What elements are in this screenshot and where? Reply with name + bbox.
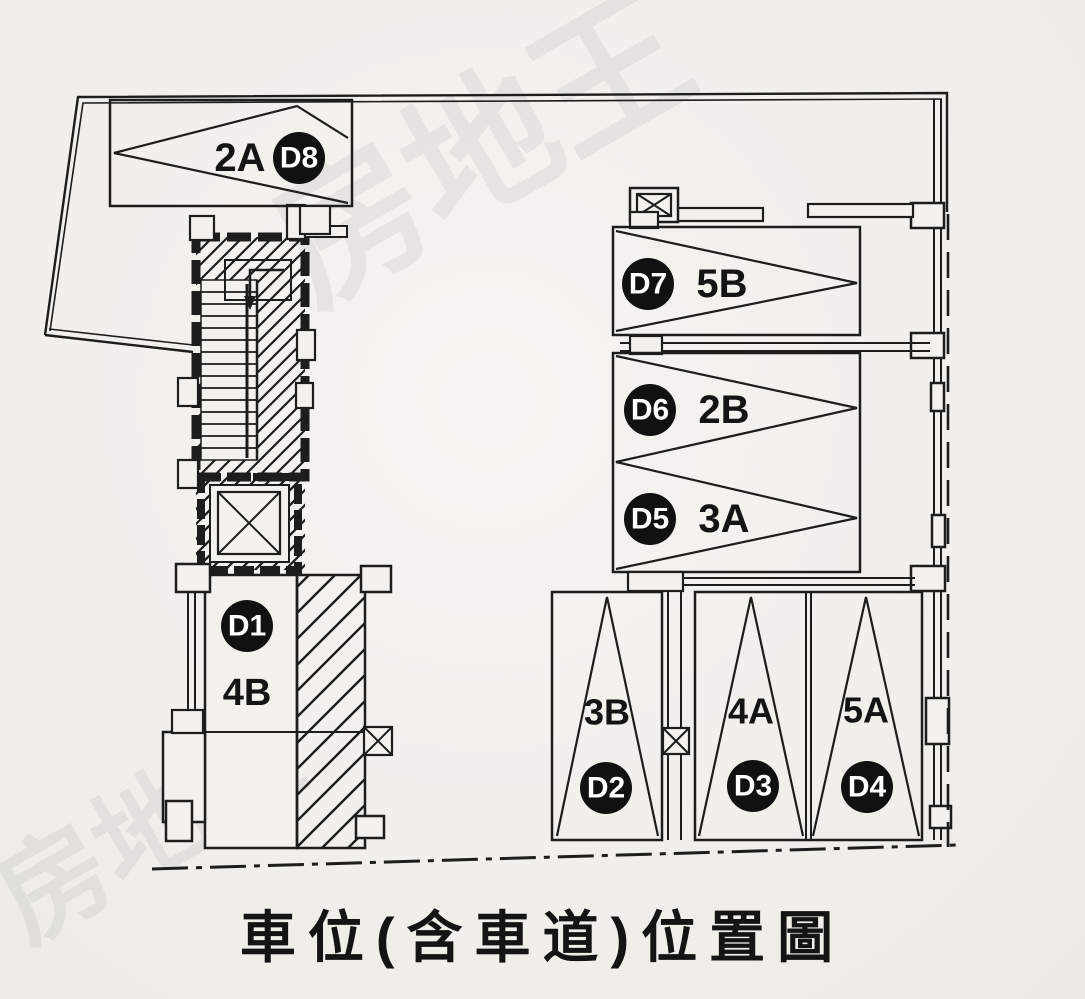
stair-direction-arrow-icon <box>244 268 284 310</box>
boundary-dashdot-line <box>151 843 958 871</box>
badge-d1: D1 <box>221 600 273 652</box>
column-x-icon <box>661 726 691 756</box>
svg-text:D5: D5 <box>631 503 669 536</box>
column-x-icon <box>635 192 673 218</box>
unit-label-2a: 2A <box>214 136 265 180</box>
badge-d2: D2 <box>580 762 632 814</box>
unit-label-3b: 3B <box>584 692 630 733</box>
right-perimeter-wall <box>909 99 953 840</box>
unit-label-3a: 3A <box>698 497 749 541</box>
driveway-ramp-hatch <box>295 573 367 850</box>
unit-label-4a: 4A <box>728 691 774 732</box>
staircase <box>200 279 259 461</box>
unit-label-5a: 5A <box>843 690 889 731</box>
svg-text:D6: D6 <box>631 394 669 427</box>
elevator-shaft <box>197 473 302 574</box>
svg-text:D7: D7 <box>629 268 667 301</box>
unit-label-4b: 4B <box>223 672 272 714</box>
svg-text:D2: D2 <box>587 772 625 805</box>
parking-space-4a-5a <box>693 590 924 842</box>
parking-space-4b <box>161 562 394 850</box>
unit-label-5b: 5B <box>696 262 747 306</box>
badge-d7: D7 <box>622 258 674 310</box>
badge-d8: D8 <box>273 132 325 184</box>
column-x-icon <box>362 725 394 757</box>
parking-space-2b-3a <box>611 351 862 574</box>
shaft-between-3b-4a <box>661 592 691 840</box>
parking-space-2a <box>108 98 354 236</box>
row-divider-wall <box>620 334 930 356</box>
badge-d6: D6 <box>624 384 676 436</box>
lower-divider-wall <box>626 570 915 593</box>
unit-label-2b: 2B <box>698 388 749 432</box>
svg-text:D1: D1 <box>228 610 266 643</box>
stair-elevator-core <box>176 203 348 574</box>
drawing-title: 車位(含車道)位置圖 <box>239 906 846 969</box>
svg-text:D3: D3 <box>734 770 772 803</box>
labels: 2A D8 D7 5B D6 2B D5 3A D1 4B 3B D2 <box>214 132 893 814</box>
svg-text:D4: D4 <box>848 771 887 804</box>
parking-space-3b <box>550 590 664 842</box>
badge-d3: D3 <box>727 760 779 812</box>
badge-d5: D5 <box>624 493 676 545</box>
upper-wall-stubs <box>628 186 915 230</box>
parking-space-5b <box>611 225 862 337</box>
badge-d4: D4 <box>841 761 893 813</box>
site-boundary <box>43 91 949 354</box>
svg-text:D8: D8 <box>280 142 318 175</box>
